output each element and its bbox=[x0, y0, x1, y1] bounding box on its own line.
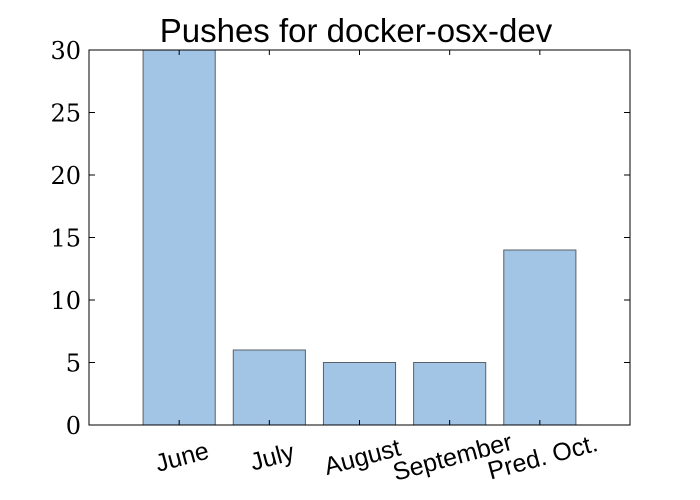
y-tick-label: 20 bbox=[50, 162, 81, 190]
x-tick-label: June bbox=[152, 437, 212, 478]
y-tick-label: 25 bbox=[50, 100, 81, 128]
y-tick-label: 15 bbox=[50, 225, 81, 253]
y-tick-label: 10 bbox=[50, 287, 81, 315]
bar-august bbox=[322, 362, 397, 426]
y-tick-label: 30 bbox=[50, 37, 81, 65]
y-axis-tick-labels: 0 5 10 15 20 25 30 bbox=[50, 37, 81, 440]
bar-july bbox=[232, 349, 306, 426]
chart-title: Pushes for docker-osx-dev bbox=[160, 12, 553, 49]
axis-ticks bbox=[89, 49, 630, 426]
bar-pred-oct bbox=[503, 249, 577, 426]
x-tick-label: July bbox=[247, 438, 298, 477]
bar-september bbox=[413, 362, 487, 426]
x-tick-label: August bbox=[321, 434, 403, 481]
bar-june bbox=[142, 49, 216, 426]
bars-group bbox=[142, 49, 577, 426]
y-tick-label: 0 bbox=[66, 412, 81, 440]
y-tick-label: 5 bbox=[66, 350, 81, 378]
